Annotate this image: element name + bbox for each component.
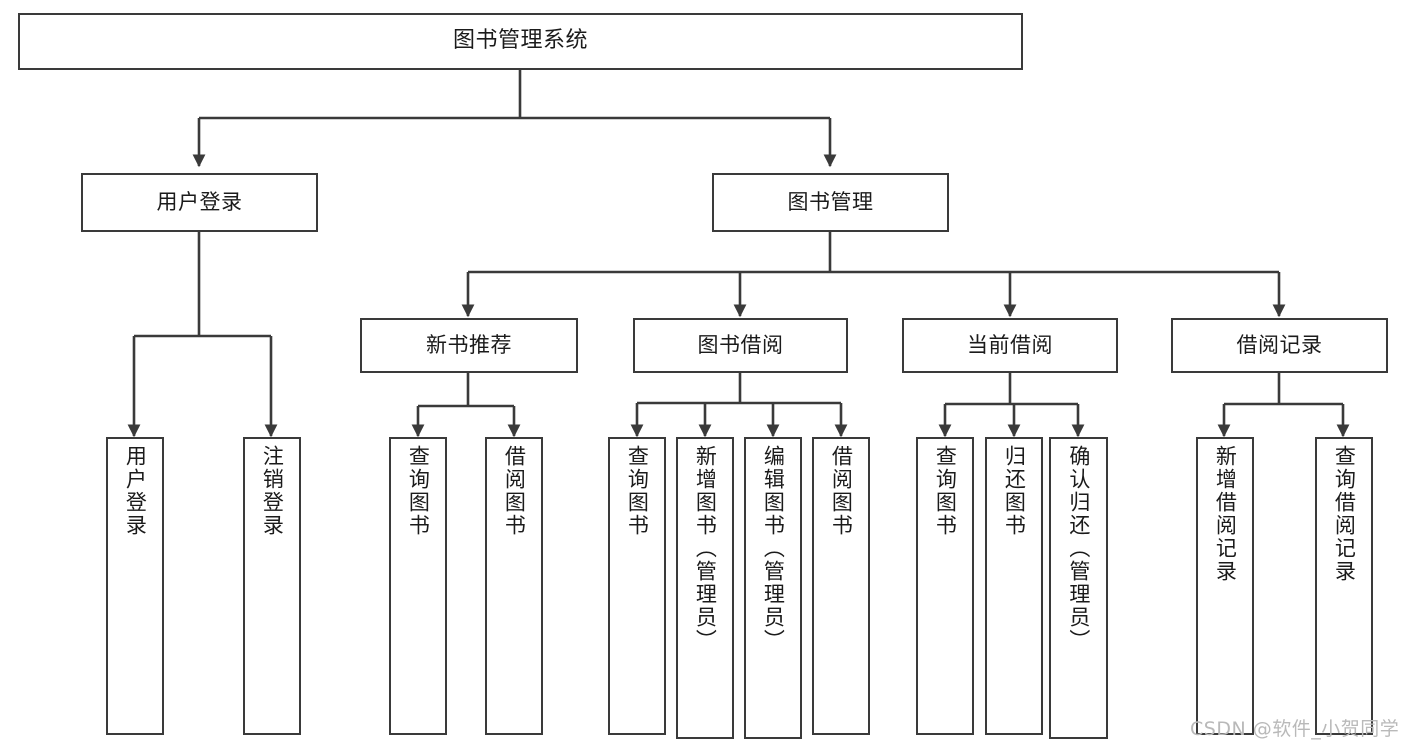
node-label: 借阅图书 (502, 445, 527, 537)
node-label: 当前借阅 (967, 332, 1053, 357)
node-label: 用户登录 (156, 189, 243, 214)
node-book-management[interactable]: 图书管理 (712, 173, 949, 232)
leaf-borrow-borrow-book[interactable]: 借阅图书 (812, 437, 870, 735)
node-label: 图书管理 (787, 189, 874, 214)
leaf-current-return-book[interactable]: 归还图书 (985, 437, 1043, 735)
node-label: 新增图书（管理员） (693, 445, 718, 652)
leaf-current-query-book[interactable]: 查询图书 (916, 437, 974, 735)
node-label: 确认归还（管理员） (1066, 445, 1091, 652)
leaf-user-login-login[interactable]: 用户登录 (106, 437, 164, 735)
node-user-login[interactable]: 用户登录 (81, 173, 318, 232)
leaf-records-query-record[interactable]: 查询借阅记录 (1315, 437, 1373, 735)
leaf-current-confirm-return-admin[interactable]: 确认归还（管理员） (1049, 437, 1108, 739)
leaf-recommend-query-book[interactable]: 查询图书 (389, 437, 447, 735)
node-current-borrow[interactable]: 当前借阅 (902, 318, 1118, 373)
node-label: 查询图书 (406, 445, 431, 537)
node-label: 查询图书 (625, 445, 650, 537)
node-label: 新增借阅记录 (1213, 445, 1238, 583)
node-label: 查询图书 (933, 445, 958, 537)
node-label: 借阅图书 (829, 445, 854, 537)
leaf-recommend-borrow-book[interactable]: 借阅图书 (485, 437, 543, 735)
node-label: 用户登录 (123, 445, 148, 537)
node-book-borrow[interactable]: 图书借阅 (633, 318, 848, 373)
node-label: 编辑图书（管理员） (761, 445, 786, 652)
node-new-book-recommend[interactable]: 新书推荐 (360, 318, 578, 373)
leaf-user-login-logout[interactable]: 注销登录 (243, 437, 301, 735)
csdn-watermark: CSDN @软件_小贺同学 (1190, 718, 1400, 740)
node-label: 注销登录 (260, 445, 285, 537)
leaf-borrow-add-book-admin[interactable]: 新增图书（管理员） (676, 437, 734, 739)
node-borrow-records[interactable]: 借阅记录 (1171, 318, 1388, 373)
node-label: 归还图书 (1002, 445, 1027, 537)
leaf-borrow-query-book[interactable]: 查询图书 (608, 437, 666, 735)
node-label: 借阅记录 (1236, 332, 1323, 357)
node-label: 图书借阅 (697, 332, 784, 357)
leaf-records-add-record[interactable]: 新增借阅记录 (1196, 437, 1254, 735)
node-label: 查询借阅记录 (1332, 445, 1357, 583)
leaf-borrow-edit-book-admin[interactable]: 编辑图书（管理员） (744, 437, 802, 739)
node-label: 图书管理系统 (452, 28, 588, 54)
node-root-system[interactable]: 图书管理系统 (18, 13, 1023, 70)
node-label: 新书推荐 (426, 332, 512, 357)
